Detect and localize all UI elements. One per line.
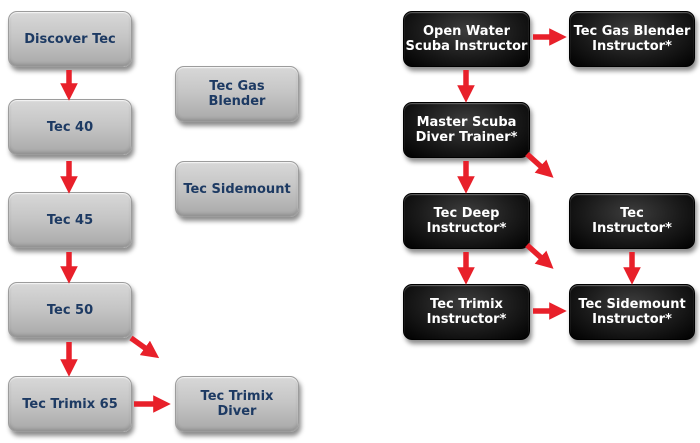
arrow-msdt-diagonal [525,151,554,178]
box-tec-trimix-diver: Tec Trimix Diver [175,376,299,432]
box-tec-45: Tec 45 [8,192,132,248]
box-owsi: Open Water Scuba Instructor [403,11,530,67]
box-msdt: Master Scuba Diver Trainer* [403,102,530,158]
box-tec-deep-instructor: Tec Deep Instructor* [403,193,530,249]
box-tec-gas-blender-instructor: Tec Gas Blender Instructor* [569,11,695,67]
arrow-tec-deep-diagonal [525,242,554,269]
box-discover-tec: Discover Tec [8,11,132,67]
box-tec-40: Tec 40 [8,99,132,155]
box-tec-gas-blender: Tec Gas Blender [175,66,299,122]
box-tec-trimix-65: Tec Trimix 65 [8,376,132,432]
box-tec-sidemount-instructor: Tec Sidemount Instructor* [569,284,695,340]
arrow-tec50-diagonal [129,335,160,359]
box-tec-instructor: Tec Instructor* [569,193,695,249]
box-tec-sidemount: Tec Sidemount [175,161,299,217]
